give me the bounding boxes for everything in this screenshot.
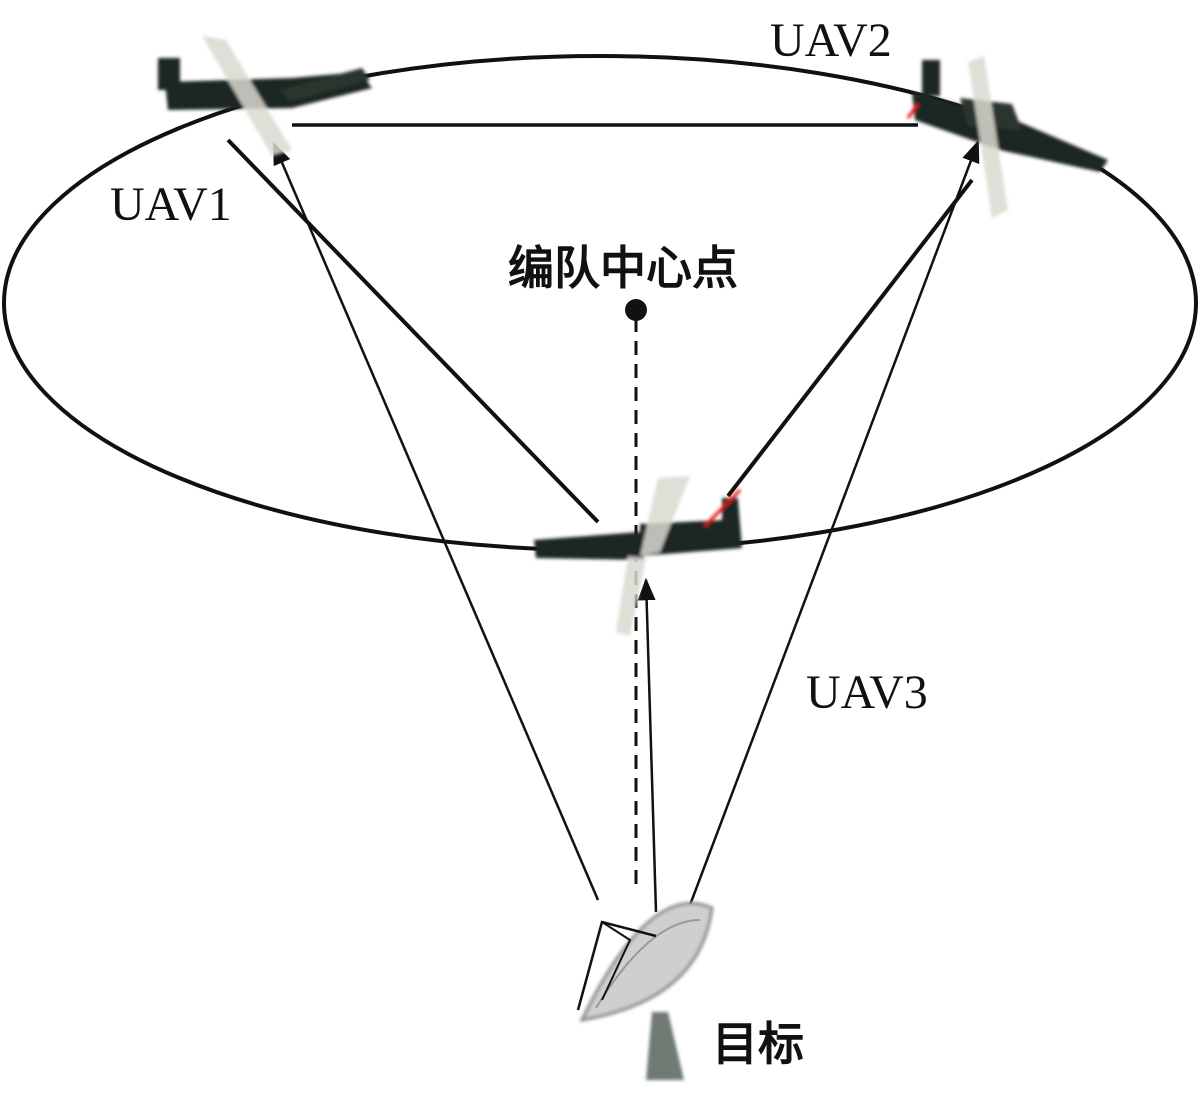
arrow-target-to-uav1: [272, 141, 600, 901]
formation-center-label: 编队中心点: [508, 241, 738, 295]
uav3-label: UAV3: [806, 666, 928, 719]
link-uav2-uav3: [726, 178, 974, 498]
uav3-aircraft-icon: [534, 476, 742, 636]
formation-center-point: [625, 299, 647, 321]
arrow-target-to-uav3: [637, 577, 658, 913]
uav2-label: UAV2: [770, 14, 892, 67]
arrow-target-to-uav2: [688, 139, 980, 906]
target-label: 目标: [712, 1017, 804, 1071]
uav2-aircraft-icon: [906, 56, 1108, 218]
uav1-aircraft-icon: [158, 36, 372, 156]
uav1-label: UAV1: [110, 178, 232, 231]
target-radar-dish-icon: [576, 902, 714, 1080]
link-uav1-uav3: [226, 138, 600, 524]
